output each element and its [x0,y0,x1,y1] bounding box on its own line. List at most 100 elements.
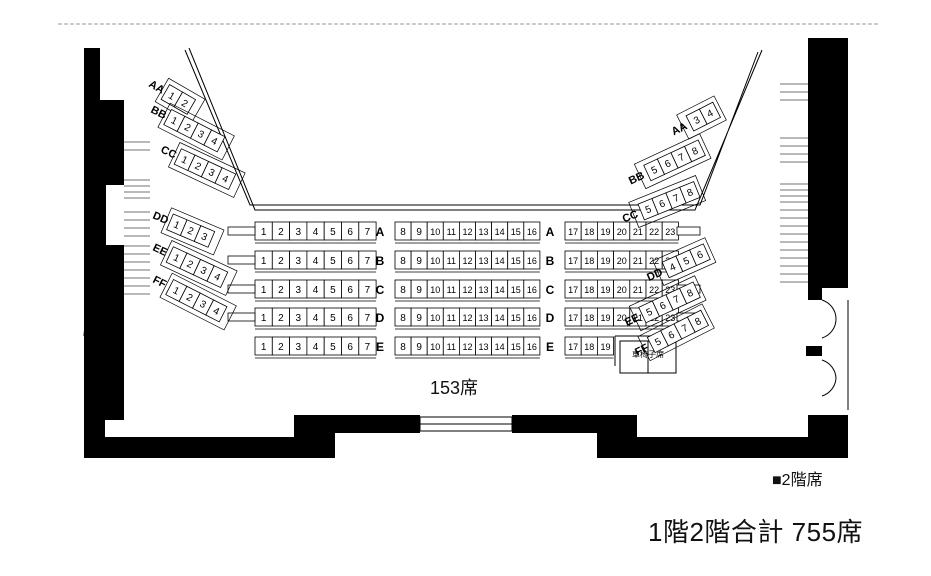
balcony-row-label: FF [633,342,651,359]
balcony-seat-number: 1 [172,220,182,232]
seat-number: 5 [330,256,336,267]
balcony-seat-number: 1 [166,90,177,103]
seat-number: 17 [568,285,578,295]
balcony-seat-number: 1 [169,115,179,128]
row-label: C [376,283,385,297]
legend-balcony: ■2階席 [772,472,823,489]
balcony-seat-number: 1 [179,154,189,167]
balcony-rail [160,207,225,256]
seat-number: 6 [347,313,353,324]
seat-number: 8 [400,342,406,353]
right-wall [808,38,848,300]
seat-number: 5 [330,313,336,324]
seat-number: 5 [330,227,336,238]
seat-number: 9 [416,256,422,267]
seat-number: 12 [462,256,472,266]
balcony-seat-number: 2 [184,292,194,305]
balcony-seat-number: 3 [692,115,702,128]
seat [597,336,615,356]
seat-number: 10 [430,227,440,237]
aisle-rail [227,255,256,265]
seat-number: 13 [479,313,489,323]
seat-number: 20 [617,256,627,266]
balcony-row-label: CC [621,208,640,225]
balcony-seat-number: 3 [198,299,208,312]
bottom-wall-right [512,415,840,458]
seat-number: 18 [584,256,594,266]
seat-number: 22 [649,285,659,295]
row-label: B [376,254,385,268]
seat-number: 17 [568,227,578,237]
balcony-seat-number: 6 [663,158,673,171]
seat [523,221,541,241]
seat-number: 1 [261,256,267,267]
seat-number: 5 [330,342,336,353]
balcony-seat-number: 2 [185,259,195,272]
seat-number: 18 [584,342,594,352]
seat-number: 15 [511,227,521,237]
seat-number: 14 [495,227,505,237]
seat-number: 13 [479,227,489,237]
balcony-seat-number: 6 [696,249,706,261]
balcony-seat [678,281,701,305]
balcony-row-label: DD [645,267,664,284]
balcony-seat-number: 3 [199,231,209,243]
row-label: E [376,340,384,354]
balcony-rail [167,142,246,198]
right-wall-lower [808,415,848,458]
seat-number: 14 [495,256,505,266]
seat-number: 14 [495,313,505,323]
balcony-seat-number: 6 [667,329,677,342]
left-wall [84,48,124,458]
balcony-seat-number: 7 [672,193,682,205]
seat-number: 21 [633,313,643,323]
seat-number: 1 [261,313,267,324]
seat-number: 4 [313,313,319,324]
seat-number: 8 [400,227,406,238]
seat-number: 21 [633,256,643,266]
seat-number: 1 [261,227,267,238]
balcony-seat-number: 6 [658,300,668,313]
seat-number: 7 [365,342,371,353]
seat-number: 5 [330,285,336,296]
balcony-rail [637,303,715,362]
balcony-rail [628,275,707,332]
seat-number: 4 [313,342,319,353]
seat-number: 13 [479,285,489,295]
balcony-seat-number: 5 [644,204,654,216]
left-door [83,311,107,340]
seat-number: 7 [365,227,371,238]
balcony-seat-number: 2 [186,225,196,237]
seat [523,307,541,327]
balcony-seat-number: 1 [171,285,181,298]
balcony-seat [203,129,226,153]
balcony-stairs [124,83,808,295]
seat-number: 12 [462,227,472,237]
seat-number: 2 [278,285,284,296]
seat-number: 12 [462,285,472,295]
seat [358,279,377,299]
balcony-seat-number: 5 [645,306,655,319]
balcony-seat-number: 5 [650,164,660,177]
balcony-rail [159,272,237,331]
seat-number: 12 [462,313,472,323]
seat-number: 2 [278,227,284,238]
balcony-rail [159,240,238,296]
seat [523,250,541,270]
seat-number: 18 [584,313,594,323]
seat-number: 23 [665,227,675,237]
right-doors [821,299,849,410]
row-label: A [546,225,555,239]
balcony-row-label: EE [623,312,641,329]
balcony-rail [652,237,717,286]
seat-number: 13 [479,256,489,266]
seat-number: 11 [447,313,456,323]
